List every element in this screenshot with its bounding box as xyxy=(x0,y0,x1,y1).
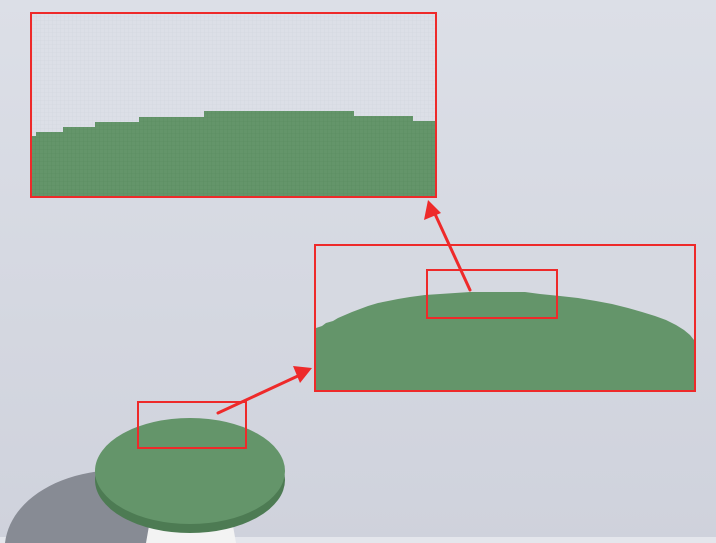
disc-highlight-box xyxy=(137,401,247,449)
top-zoom-voxel-grid xyxy=(31,111,436,197)
top-zoom-frame xyxy=(30,12,437,198)
arrow-mid-to-top xyxy=(424,200,472,292)
arrow-disc-to-mid xyxy=(216,366,312,415)
disc-top xyxy=(95,418,285,524)
mid-zoom-disc-profile xyxy=(316,292,694,391)
mid-zoom-frame xyxy=(314,244,696,392)
floor-strip xyxy=(0,537,716,543)
mid-zoom-inner-highlight xyxy=(426,269,558,319)
mid-zoom-view xyxy=(314,244,696,392)
top-zoom-view xyxy=(30,12,437,198)
